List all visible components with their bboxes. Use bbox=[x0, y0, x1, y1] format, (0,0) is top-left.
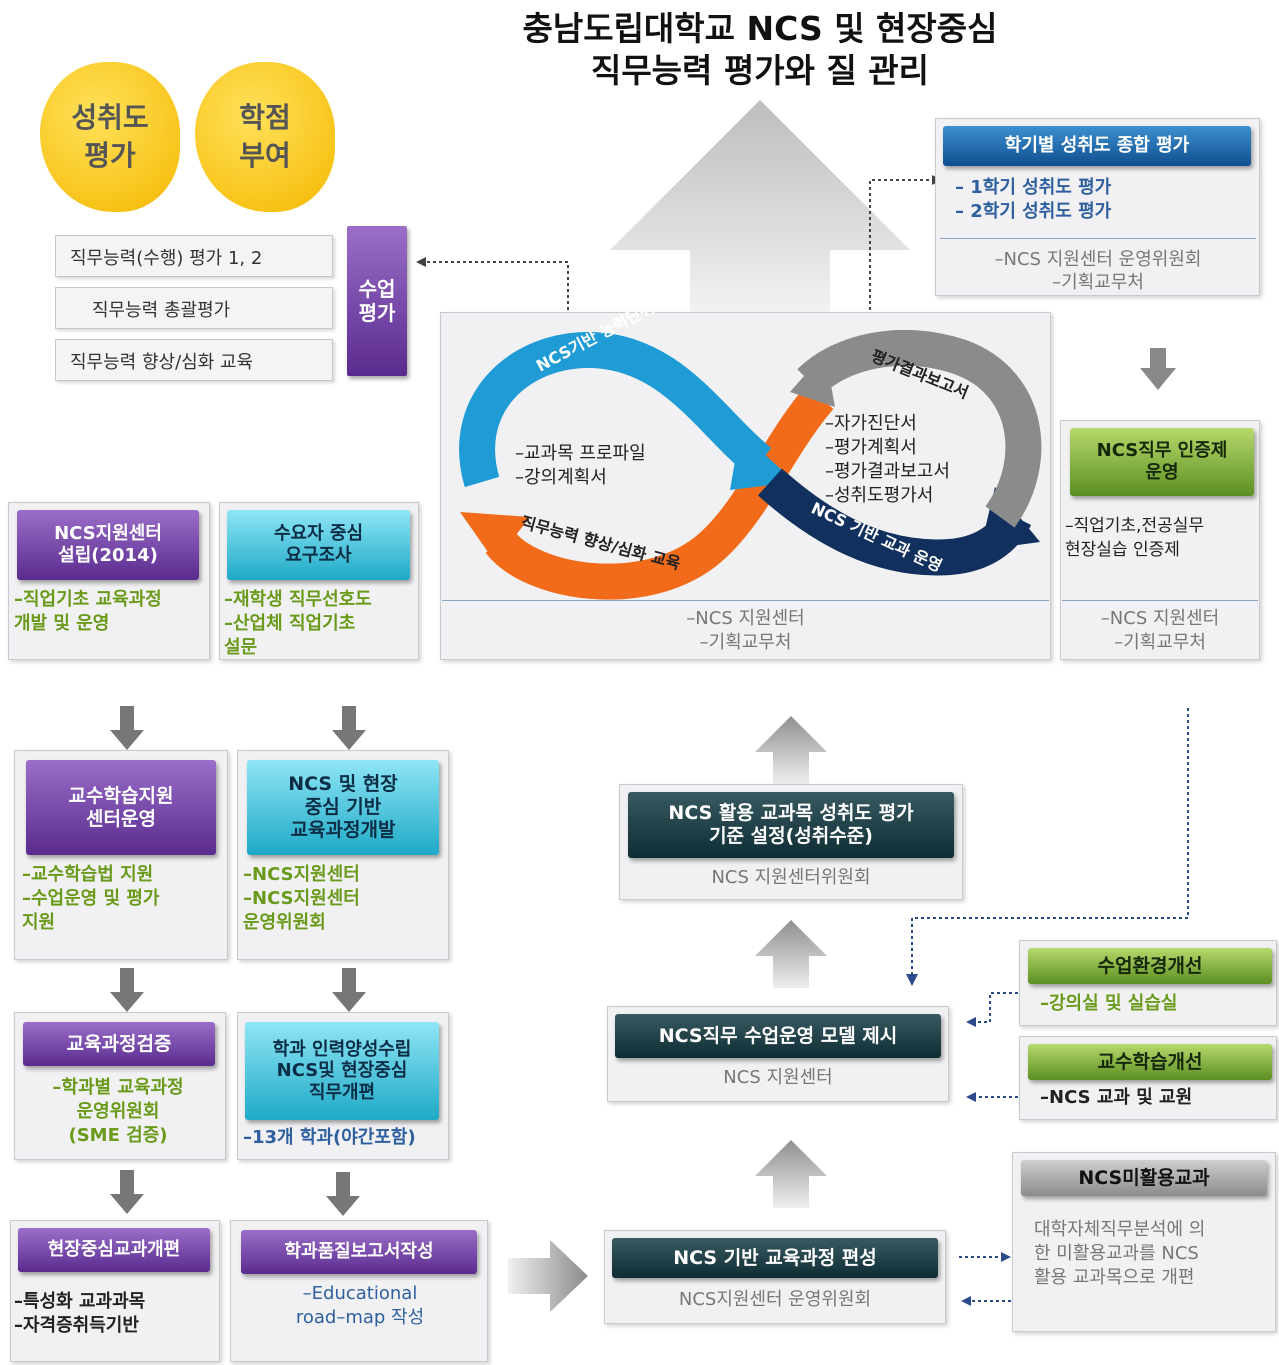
dept-plan-header: 학과 인력양성수립 NCS및 현장중심 직무개편 bbox=[245, 1022, 439, 1120]
down-arrow-icon bbox=[110, 968, 144, 1012]
dotted-connectors bbox=[416, 175, 942, 310]
teach-improve-body: –NCS 교과 및 교원 bbox=[1040, 1087, 1193, 1108]
right-arrow-icon bbox=[508, 1240, 588, 1312]
survey-header: 수요자 중심 요구조사 bbox=[227, 510, 410, 580]
criteria-header: NCS 활용 교과목 성취도 평가 기준 설정(성취수준) bbox=[628, 792, 954, 858]
base-curr-header: NCS 기반 교육과정 편성 bbox=[612, 1238, 938, 1278]
title-line-1: 충남도립대학교 NCS 및 현장중심 bbox=[522, 9, 998, 48]
field-reform-body: –특성화 교과과목 –자격증취득기반 bbox=[14, 1291, 146, 1336]
model-footer: NCS 지원센터 bbox=[723, 1067, 833, 1088]
divider bbox=[940, 238, 1256, 239]
divider bbox=[442, 600, 1049, 601]
achievement-eval-badge: 성취도 평가 bbox=[40, 62, 180, 212]
up-arrow-large-icon bbox=[610, 100, 910, 320]
credit-badge: 학점 부여 bbox=[195, 62, 335, 212]
curr-dev-header: NCS 및 현장 중심 기반 교육과정개발 bbox=[247, 760, 439, 855]
semester-eval-header: 학기별 성취도 종합 평가 bbox=[943, 126, 1251, 166]
cycle-footer-1: –NCS 지원센터 bbox=[686, 608, 805, 629]
dept-plan-body: –13개 학과(야간포함) bbox=[243, 1127, 416, 1148]
infinity-cycle-diagram: NCS기반 능력단위 수행준거 평가결과보고서 직무능력 향상/심화 교육 NC… bbox=[459, 312, 1042, 600]
teach-center-header: 교수학습지원 센터운영 bbox=[26, 760, 216, 855]
base-curr-footer: NCS지원센터 운영위원회 bbox=[678, 1289, 872, 1310]
teach-center-body: –교수학습법 지원 –수업운영 및 평가 지원 bbox=[22, 864, 160, 933]
eval-item-2: 직무능력 총괄평가 bbox=[55, 287, 333, 329]
up-arrow-icon bbox=[755, 920, 827, 988]
divider bbox=[1062, 600, 1258, 601]
cycle-left-item-1: –교과목 프로파일 bbox=[515, 443, 646, 464]
title-line-2: 직무능력 평가와 질 관리 bbox=[590, 51, 930, 90]
semester-eval-item-1: – 1학기 성취도 평가 bbox=[955, 177, 1112, 198]
cert-footer-1: –NCS 지원센터 bbox=[1100, 608, 1220, 629]
cycle-right-item-1: –자가진단서 bbox=[825, 413, 917, 434]
dotted-connectors-unused bbox=[959, 1252, 1011, 1306]
curr-dev-body: –NCS지원센터 –NCS지원센터 운영위원회 bbox=[243, 864, 360, 933]
semester-eval-footer-2: –기획교무처 bbox=[1052, 272, 1144, 293]
teach-improve-header: 교수학습개선 bbox=[1028, 1044, 1272, 1080]
model-header: NCS직무 수업운영 모델 제시 bbox=[615, 1014, 941, 1058]
curr-verify-body: –학과별 교육과정 운영위원회 (SME 검증) bbox=[52, 1077, 184, 1146]
criteria-footer: NCS 지원센터위원회 bbox=[711, 867, 871, 888]
unused-body: 대학자체직무분석에 의 한 미활용교과를 NCS 활용 교과목으로 개편 bbox=[1034, 1219, 1206, 1288]
up-arrow-icon bbox=[755, 1140, 827, 1208]
down-arrow-icon bbox=[110, 706, 144, 750]
dotted-connector bbox=[906, 708, 1189, 986]
unused-header: NCS미활용교과 bbox=[1021, 1160, 1267, 1196]
env-body: –강의실 및 실습실 bbox=[1040, 993, 1178, 1014]
down-arrow-icon bbox=[1140, 348, 1176, 390]
center-est-body: –직업기초 교육과정 개발 및 운영 bbox=[14, 589, 162, 634]
down-arrow-icon bbox=[110, 1170, 144, 1214]
page-title: 충남도립대학교 NCS 및 현장중심 직무능력 평가와 질 관리 bbox=[440, 8, 1080, 92]
curr-verify-header: 교육과정검증 bbox=[23, 1022, 215, 1066]
field-reform-header: 현장중심교과개편 bbox=[18, 1228, 210, 1272]
cycle-right-item-3: –평가결과보고서 bbox=[825, 461, 950, 482]
semester-eval-footer-1: –NCS 지원센터 운영위원회 bbox=[994, 249, 1202, 270]
down-arrow-icon bbox=[332, 968, 366, 1012]
cycle-right-item-2: –평가계획서 bbox=[825, 437, 917, 458]
cycle-footer-2: –기획교무처 bbox=[699, 632, 792, 653]
down-arrow-icon bbox=[332, 706, 366, 750]
cert-footer-2: –기획교무처 bbox=[1114, 632, 1206, 653]
semester-eval-item-2: – 2학기 성취도 평가 bbox=[955, 201, 1112, 222]
cycle-right-item-4: –성취도평가서 bbox=[825, 485, 934, 506]
cert-header: NCS직무 인증제 운영 bbox=[1070, 428, 1254, 496]
eval-item-3: 직무능력 향상/심화 교육 bbox=[55, 339, 333, 381]
env-header: 수업환경개선 bbox=[1028, 948, 1272, 984]
quality-report-header: 학과품질보고서작성 bbox=[241, 1230, 477, 1274]
eval-item-1: 직무능력(수행) 평가 1, 2 bbox=[55, 235, 333, 277]
dotted-connectors-right bbox=[966, 992, 1018, 1102]
cert-body: –직업기초,전공실무 현장실습 인증제 bbox=[1065, 516, 1205, 560]
cycle-left-item-2: –강의계획서 bbox=[515, 467, 607, 488]
center-est-header: NCS지원센터 설립(2014) bbox=[17, 510, 199, 580]
down-arrow-icon bbox=[326, 1172, 360, 1216]
class-eval-label: 수업 평가 bbox=[347, 226, 407, 376]
survey-body: –재학생 직무선호도 –산업체 직업기초 설문 bbox=[224, 589, 372, 658]
quality-report-body: –Educational road–map 작성 bbox=[295, 1283, 425, 1328]
up-arrow-icon bbox=[755, 716, 827, 784]
